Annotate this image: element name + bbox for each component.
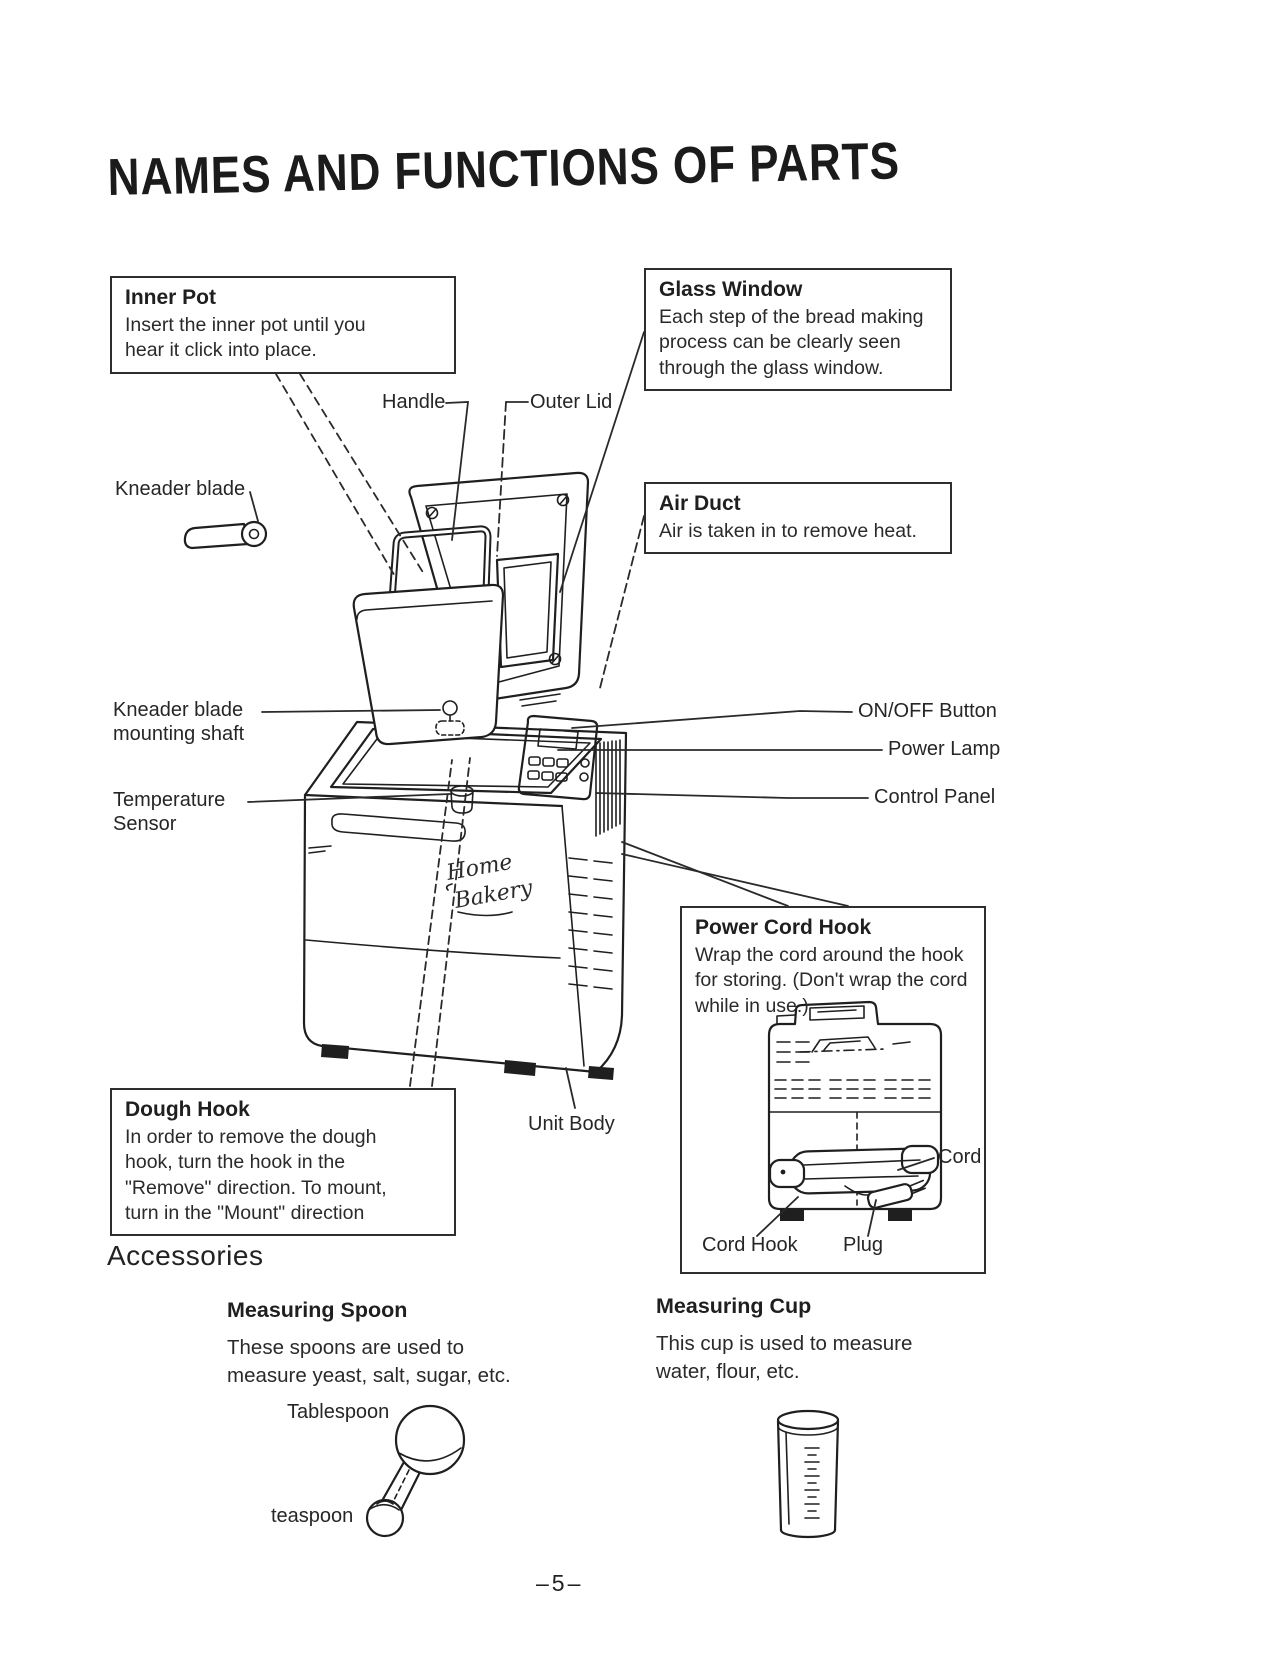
callout-body-line: for storing. (Don't wrap the cord (695, 969, 968, 992)
measuring-spoon-description: These spoons are used to measure yeast, … (227, 1334, 511, 1389)
wrapped-cord-drawing (768, 1144, 940, 1209)
callout-title: Power Cord Hook (695, 916, 872, 939)
callout-body-line: process can be clearly seen (659, 331, 901, 354)
callout-body-line: "Remove" direction. To mount, (125, 1176, 387, 1199)
accessories-heading: Accessories (107, 1240, 264, 1271)
unit-body-drawing: Home Bakery (302, 714, 628, 1080)
measuring-spoon-title: Measuring Spoon (227, 1298, 408, 1322)
callout-body-line: turn in the "Mount" direction (125, 1202, 365, 1225)
control-panel-drawing (517, 714, 599, 801)
mounting-shaft-drawing (435, 700, 465, 736)
bread-maker-illustration: Home Bakery (183, 471, 628, 1080)
label-cord: Cord (938, 1146, 982, 1168)
callout-glass-window: Glass Window Each step of the bread maki… (644, 268, 952, 392)
callout-body-line: through the glass window. (659, 356, 884, 379)
label-kneader-blade: Kneader blade (115, 478, 246, 500)
callout-inner-pot: Inner Pot Insert the inner pot until you… (110, 276, 456, 374)
callout-body-line: hook, turn the hook in the (125, 1151, 346, 1174)
callout-dough-hook: Dough Hook In order to remove the dough … (110, 1088, 456, 1237)
description-line: measure yeast, salt, sugar, etc. (227, 1363, 511, 1387)
label-teaspoon: teaspoon (271, 1505, 354, 1527)
callout-body-line: Insert the inner pot until you (125, 314, 366, 336)
label-kneader-blade-mounting-shaft: Kneader blade mounting shaft (113, 698, 244, 746)
callout-title: Glass Window (659, 278, 803, 301)
description-line: water, flour, etc. (656, 1359, 800, 1383)
callout-body-line: Each step of the bread making (659, 306, 924, 328)
callout-title: Inner Pot (125, 286, 217, 309)
back-view-illustration (756, 1000, 943, 1237)
label-on-off-button: ON/OFF Button (858, 700, 997, 722)
callout-body-line: hear it click into place. (125, 339, 317, 362)
page-number: –5– (536, 1570, 584, 1596)
label-cord-hook: Cord Hook (702, 1234, 798, 1256)
label-tablespoon: Tablespoon (287, 1401, 390, 1423)
callout-body-line: Wrap the cord around the hook (695, 944, 964, 966)
temperature-sensor-drawing (450, 785, 474, 814)
callout-title: Air Duct (659, 492, 741, 515)
callout-body-line: In order to remove the dough (125, 1126, 377, 1148)
label-plug: Plug (843, 1234, 884, 1256)
callout-title: Dough Hook (125, 1098, 250, 1121)
measuring-cup-title: Measuring Cup (656, 1294, 812, 1318)
label-control-panel: Control Panel (874, 786, 996, 808)
label-line: Temperature (113, 789, 226, 811)
description-line: These spoons are used to (227, 1336, 465, 1359)
measuring-cup-illustration (776, 1409, 840, 1539)
label-power-lamp: Power Lamp (888, 738, 1001, 760)
callout-body-line: while in use.) (695, 994, 809, 1017)
label-line: mounting shaft (113, 723, 245, 745)
leader-lines (247, 331, 883, 1109)
measuring-spoon-illustration (365, 1404, 466, 1538)
label-line: Sensor (113, 813, 177, 835)
callout-body-line: Air is taken in to remove heat. (659, 520, 917, 542)
inner-pot-drawing (352, 525, 505, 746)
label-handle: Handle (382, 391, 446, 413)
label-outer-lid: Outer Lid (530, 391, 613, 413)
callout-power-cord-hook: Power Cord Hook Wrap the cord around the… (680, 906, 986, 1274)
kneader-blade-drawing (183, 520, 268, 550)
measuring-cup-description: This cup is used to measure water, flour… (656, 1330, 912, 1385)
description-line: This cup is used to measure (656, 1332, 913, 1355)
label-unit-body: Unit Body (528, 1113, 615, 1135)
callout-air-duct: Air Duct Air is taken in to remove heat. (644, 482, 952, 555)
label-line: Kneader blade (113, 699, 244, 721)
label-temperature-sensor: Temperature Sensor (113, 788, 225, 836)
